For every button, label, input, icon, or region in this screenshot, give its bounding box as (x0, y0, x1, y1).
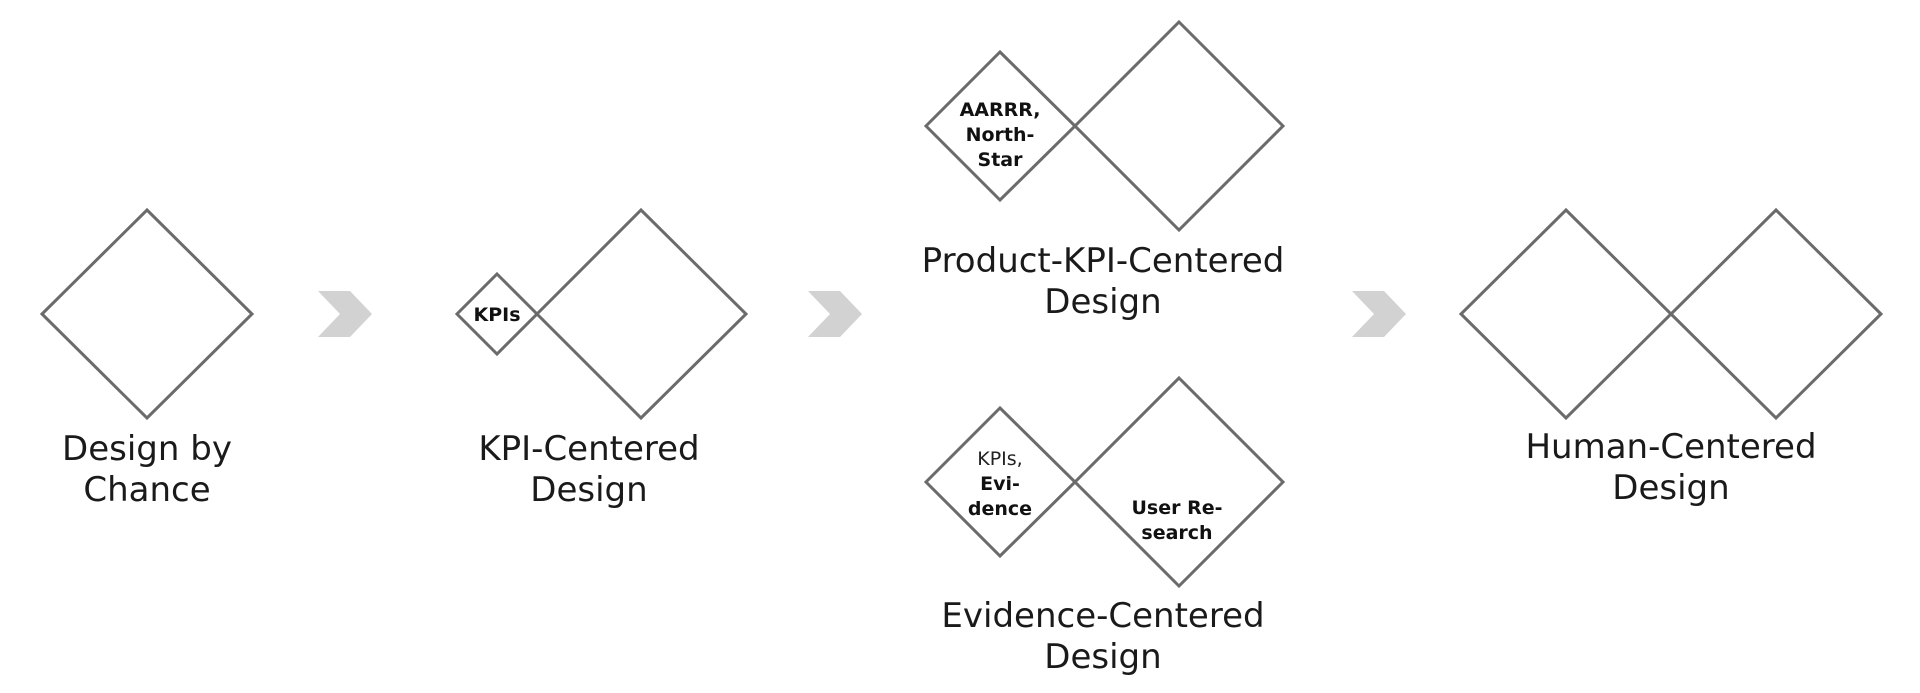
inner-label-kpis: KPIs (473, 304, 520, 326)
chevron-right-icon (808, 291, 862, 337)
inner-label-evi: Evi- (980, 473, 1020, 495)
caption-product-line2: Design (1044, 282, 1161, 322)
stage-design-by-chance: Design by Chance (39, 207, 255, 510)
caption-evidence-line1: Evidence-Centered (941, 596, 1264, 636)
diamond-human-right (1668, 207, 1884, 421)
stage-human-centered: Human-Centered Design (1458, 207, 1884, 508)
inner-label-star: Star (978, 149, 1024, 171)
caption-evidence-line2: Design (1044, 637, 1161, 677)
diamond-evidence-small (923, 405, 1078, 559)
inner-label-search: search (1141, 522, 1212, 544)
caption-kpi-line2: Design (530, 470, 647, 510)
chevron-right-icon (1352, 291, 1406, 337)
diamond-evidence-large (1072, 375, 1286, 589)
inner-label-dence: dence (968, 498, 1032, 520)
chevron-right-icon (318, 291, 372, 337)
diamond-kpi-small (454, 271, 540, 357)
inner-label-aarrr: AARRR, (960, 99, 1041, 121)
diamond-kpi-large (534, 207, 749, 421)
caption-chance-line2: Chance (83, 470, 210, 510)
inner-label-north: North- (966, 124, 1035, 146)
inner-label-user-re: User Re- (1131, 497, 1222, 519)
inner-label-kpis-evidence: KPIs, (977, 448, 1022, 470)
stage-product-kpi-centered: AARRR, North- Star Product-KPI-Centered … (922, 19, 1286, 322)
caption-product-line1: Product-KPI-Centered (922, 241, 1285, 281)
stage-evidence-centered: KPIs, Evi- dence User Re- search Evidenc… (923, 375, 1286, 677)
diamond-human-left (1458, 207, 1674, 421)
stage-kpi-centered: KPIs KPI-Centered Design (454, 207, 749, 510)
caption-human-line1: Human-Centered (1525, 427, 1816, 467)
diamond-chance (39, 207, 255, 421)
diamond-product-small (923, 49, 1078, 203)
caption-chance-line1: Design by (62, 429, 232, 469)
caption-human-line2: Design (1612, 468, 1729, 508)
diamond-product-large (1072, 19, 1286, 233)
caption-kpi-line1: KPI-Centered (478, 429, 699, 469)
